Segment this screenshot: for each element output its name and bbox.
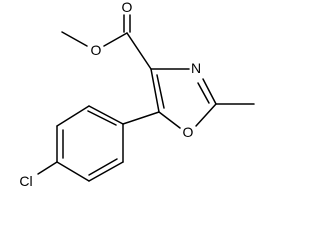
chlorine-label: Cl bbox=[19, 173, 32, 189]
benzene-bond-5-inner bbox=[88, 158, 118, 176]
ring-n3-to-c2-double-bond-inner bbox=[197, 82, 210, 104]
ester-oxygen-to-carbonyl-carbon-bond bbox=[103, 32, 128, 47]
chemical-structure-diagram: O O N O Cl bbox=[19, 0, 255, 189]
chlorine-bond bbox=[37, 161, 58, 175]
carbonyl-carbon-to-ring-bond bbox=[126, 32, 152, 70]
ring-c5-to-c4-double-bond-inner bbox=[156, 74, 165, 109]
benzene-bond-1-inner bbox=[87, 110, 117, 126]
c5-to-phenyl-bond bbox=[122, 111, 160, 125]
ring-nitrogen-label: N bbox=[191, 60, 201, 76]
ring-c2-to-o1-bond bbox=[195, 103, 217, 127]
ring-c5-to-c4-double-bond-outer bbox=[150, 68, 160, 113]
benzene-bond-5 bbox=[88, 161, 124, 182]
methyl-to-ester-oxygen-bond bbox=[61, 31, 88, 47]
ring-o1-to-c5-bond bbox=[158, 111, 181, 129]
carbonyl-oxygen-label: O bbox=[122, 0, 133, 15]
ring-n3-to-c2-double-bond-outer bbox=[202, 78, 217, 105]
ring-oxygen-label: O bbox=[183, 124, 194, 140]
benzene-bond-2 bbox=[56, 105, 90, 127]
ester-oxygen-label: O bbox=[91, 42, 102, 58]
benzene-bond-1 bbox=[88, 105, 124, 125]
benzene-bond-4 bbox=[56, 161, 90, 182]
